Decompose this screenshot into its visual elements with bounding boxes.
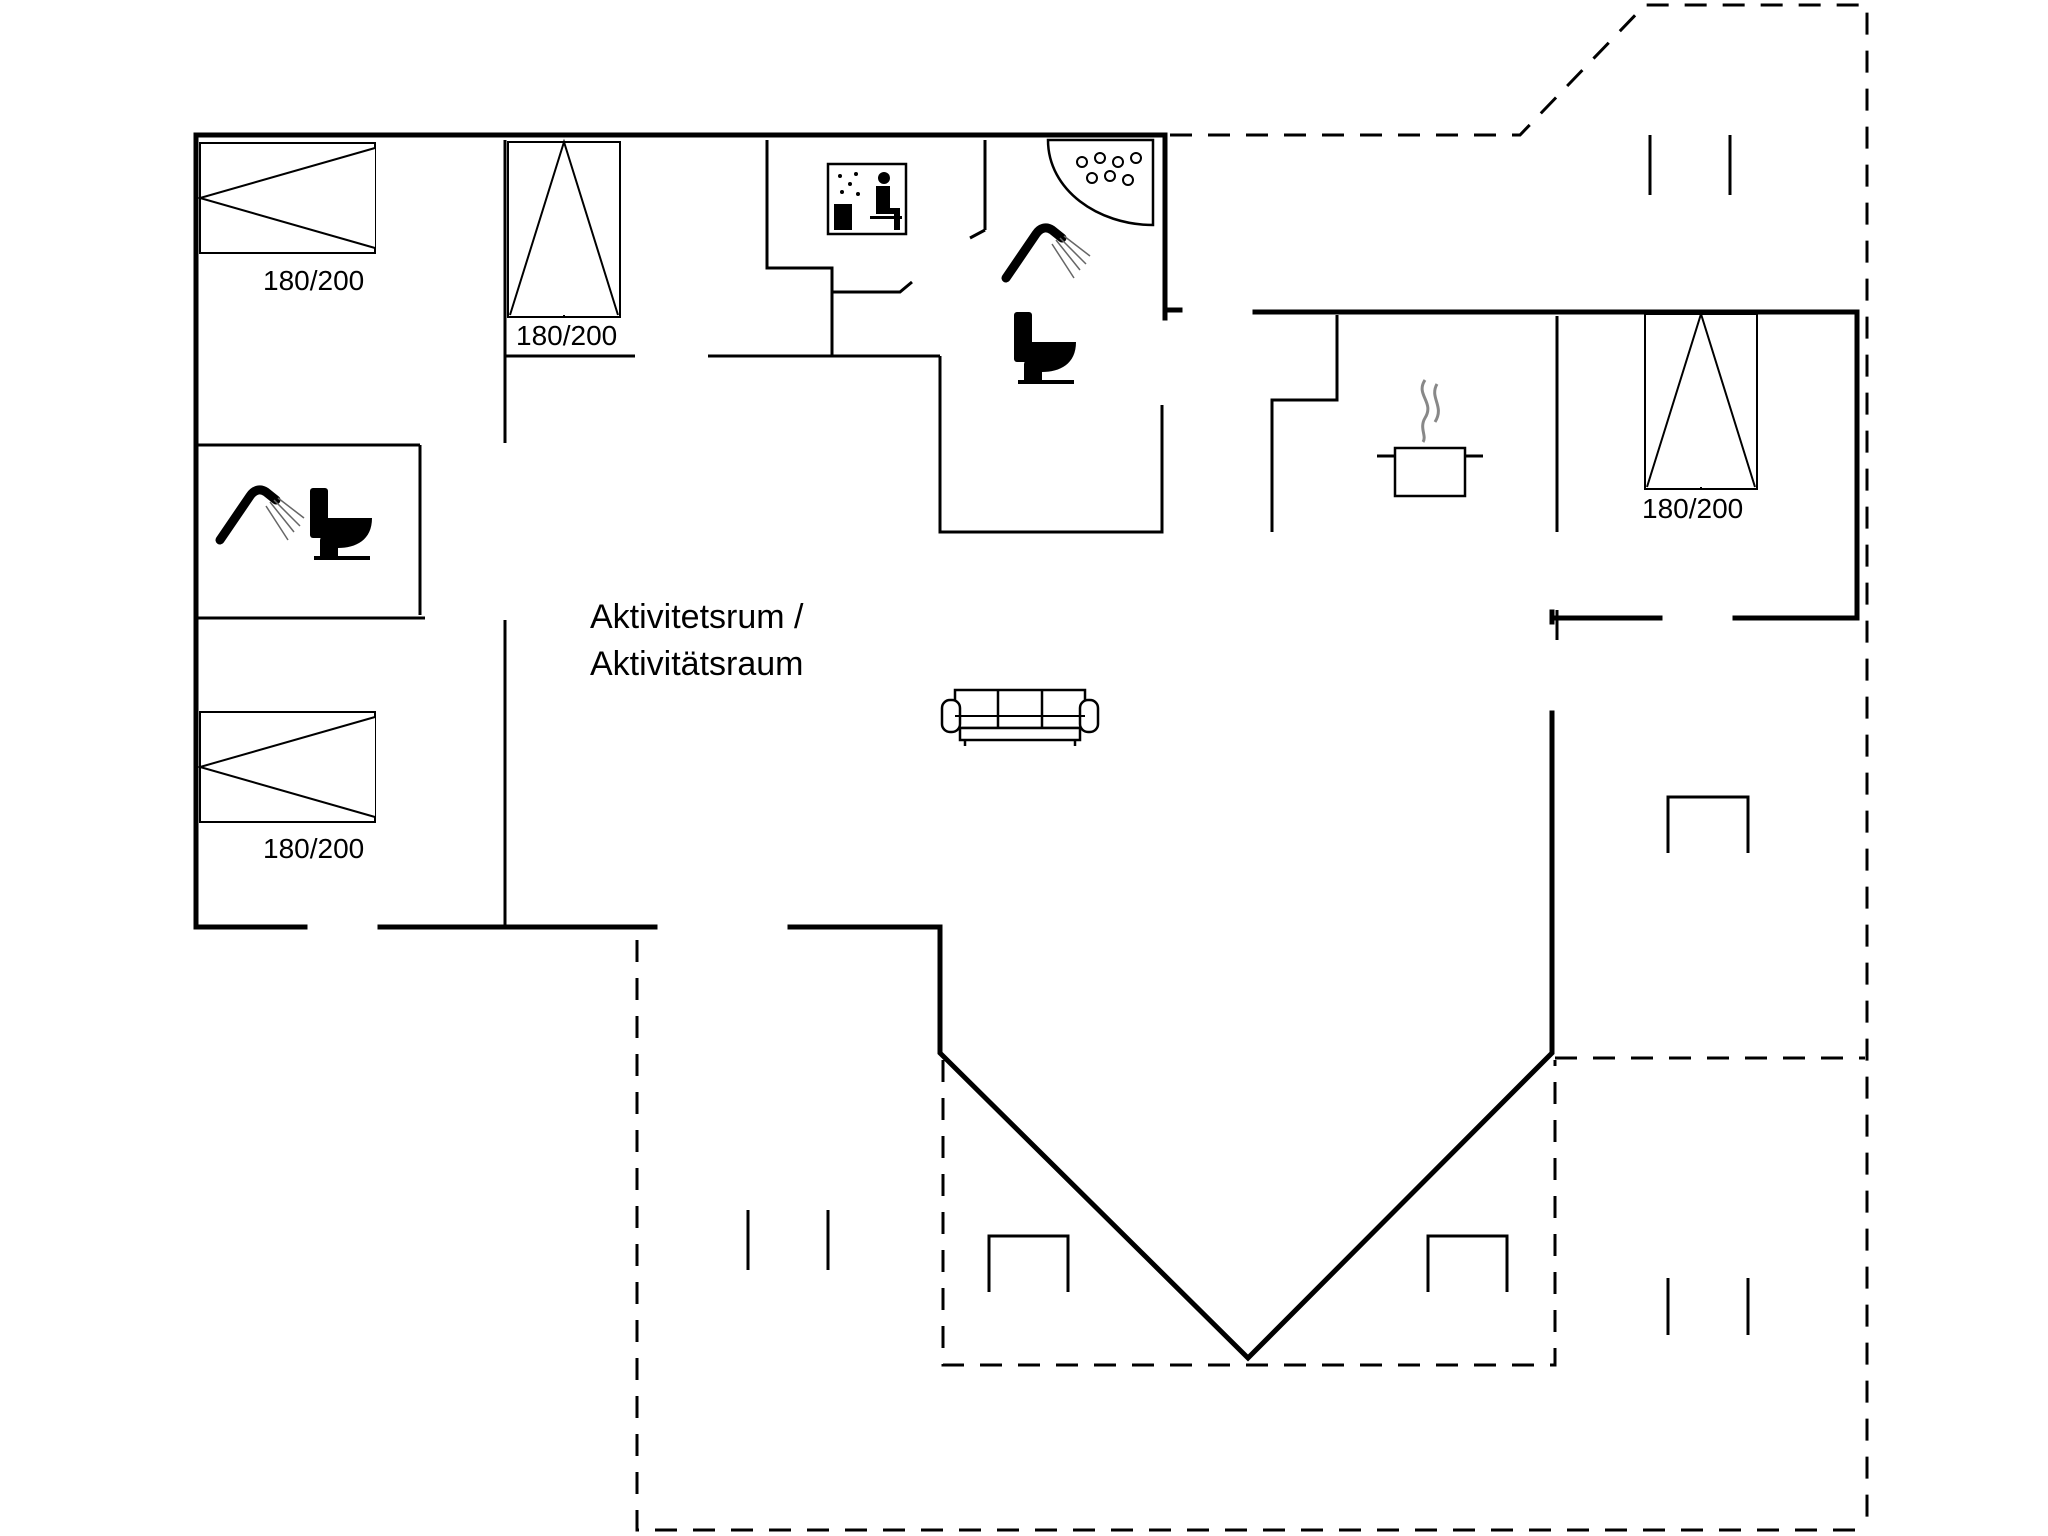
toilet-icon	[310, 488, 372, 560]
bed-4: 180/200	[1642, 310, 1758, 524]
cooking-pot-icon	[1377, 379, 1483, 498]
bed-1-label: 180/200	[263, 265, 364, 296]
bed-3-label: 180/200	[263, 833, 364, 864]
terrace-outlines	[635, 3, 1869, 1532]
exterior-walls	[193, 132, 1860, 1362]
bed-2: 180/200	[507, 138, 621, 351]
whirlpool-icon	[1046, 138, 1155, 227]
terrace-furniture	[746, 135, 1750, 1335]
bed-1: 180/200	[196, 142, 376, 296]
shower-icon	[1001, 223, 1091, 283]
bed-4-label: 180/200	[1642, 493, 1743, 524]
bed-2-label: 180/200	[516, 320, 617, 351]
toilet-icon	[1014, 312, 1076, 384]
shower-icon	[215, 485, 305, 545]
sauna-icon	[826, 162, 908, 236]
room-label-line1: Aktivitetsrum /	[590, 598, 804, 636]
bed-3: 180/200	[196, 711, 376, 864]
room-label-line2: Aktivitätsraum	[590, 645, 804, 683]
sofa-icon	[940, 688, 1100, 746]
interior-walls	[198, 140, 1559, 925]
